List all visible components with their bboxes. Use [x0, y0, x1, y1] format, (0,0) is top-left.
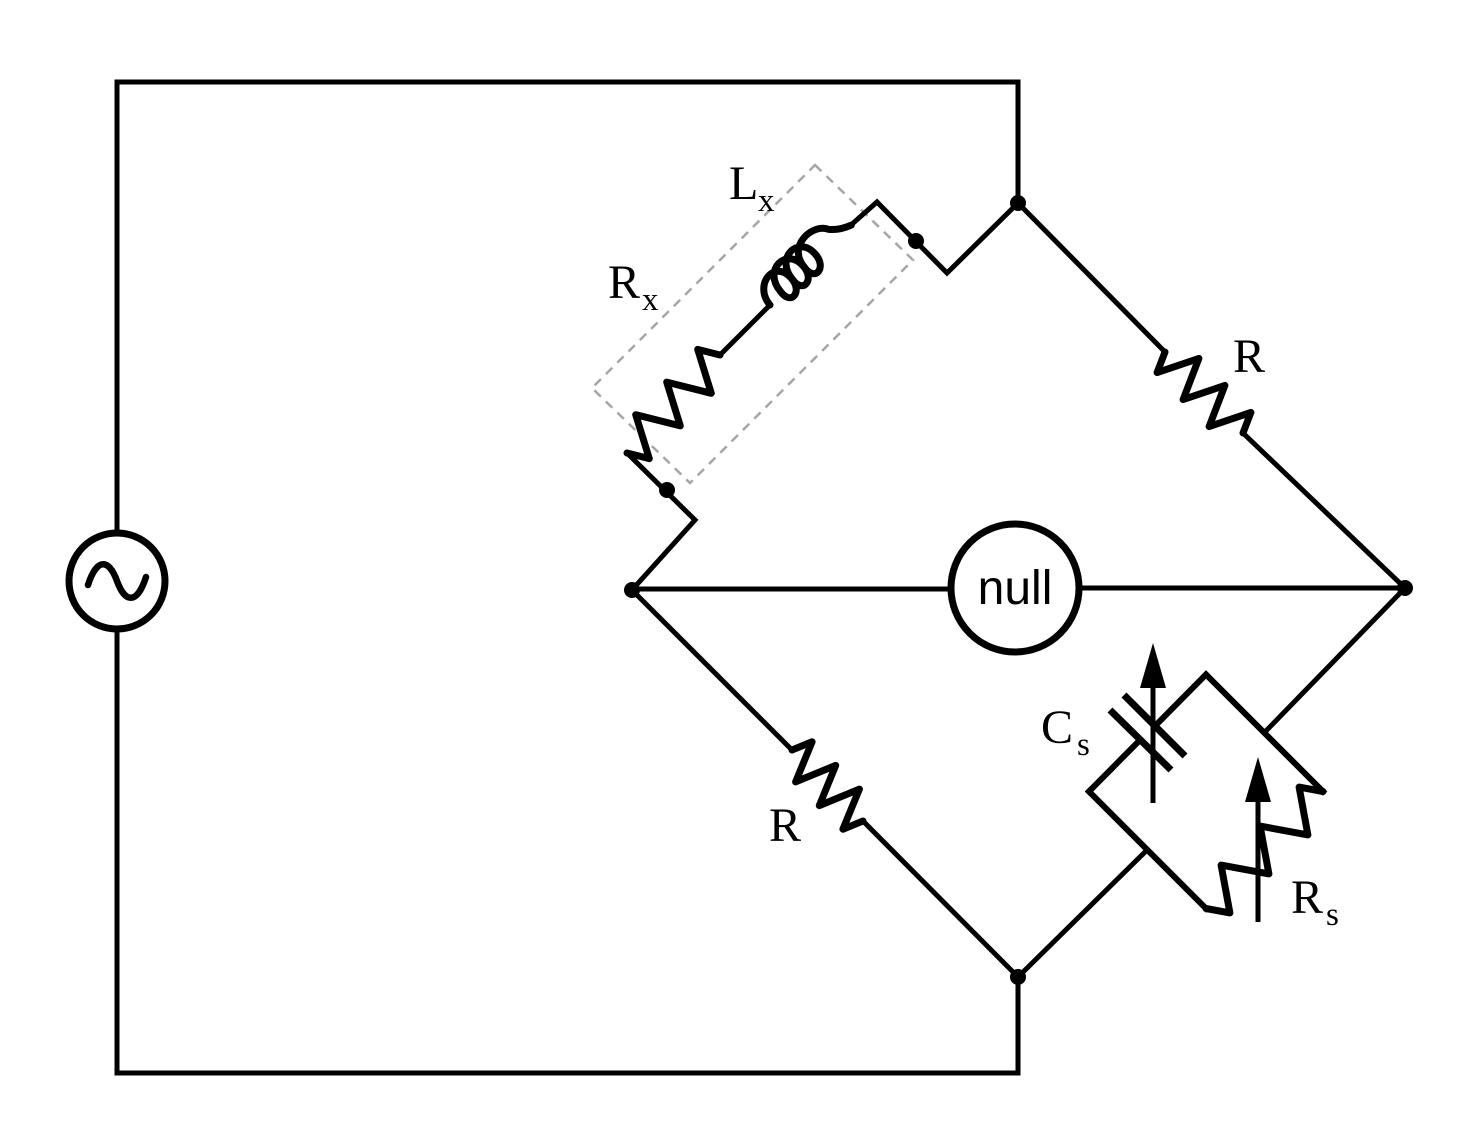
label-r-bottom: R — [769, 799, 801, 852]
variable-capacitor-icon — [1107, 707, 1174, 773]
wire-left-top — [114, 79, 1021, 536]
label-lx: L — [729, 157, 758, 210]
wire-lx-arm-mid — [716, 301, 774, 359]
wire-csrs-in — [1260, 584, 1409, 737]
label-rs: R — [1291, 871, 1323, 924]
cs-arrow-head-icon — [1140, 643, 1166, 688]
capacitor-lead-lower — [1084, 735, 1145, 796]
cs-variable-arrow — [1140, 643, 1166, 803]
variable-resistor-icon — [1202, 783, 1327, 917]
junction-dot-icon — [1397, 580, 1413, 596]
cs-rs-parallel-group — [1084, 643, 1328, 922]
wire-r-bottom-out — [859, 817, 1022, 981]
junction-dot-icon — [1010, 195, 1026, 211]
resistor-r-bottom-icon — [788, 738, 867, 833]
wire-r-top-out — [1239, 429, 1409, 592]
junction-dot-icon — [624, 582, 640, 598]
labels: L x R x R R C s R s — [608, 157, 1339, 933]
junction-dots — [624, 195, 1413, 985]
label-lx-sub: x — [758, 183, 775, 219]
rs-variable-arrow — [1245, 757, 1271, 922]
inductor-icon — [760, 221, 855, 309]
wire-r-bottom-in — [628, 586, 796, 754]
null-detector: null — [947, 520, 1083, 656]
wire-left-bottom — [114, 627, 1021, 1076]
label-rs-sub: s — [1326, 897, 1339, 933]
capacitor-lead-upper — [1150, 670, 1211, 731]
wire-lx-arm-lower — [623, 449, 699, 594]
label-rx-sub: x — [642, 282, 659, 318]
dut-dashed-outline — [590, 163, 915, 485]
resistor-rx-icon — [623, 345, 724, 463]
rs-arrow-head-icon — [1245, 757, 1271, 802]
label-rx: R — [608, 256, 640, 309]
parallel-box-top-right-side — [1201, 670, 1328, 796]
null-detector-icon — [947, 520, 1083, 656]
resistor-r-top-icon — [1153, 348, 1255, 437]
ac-source — [65, 529, 169, 633]
wire-r-top-in — [1014, 199, 1169, 356]
label-cs-sub: s — [1077, 727, 1090, 763]
null-detector-label: null — [978, 562, 1053, 615]
wire-lx-arm-upper — [847, 198, 1022, 277]
inductor-lx — [760, 221, 855, 309]
junction-dot-icon — [659, 482, 675, 498]
junction-dot-icon — [908, 233, 924, 249]
parallel-box-bottom-left-side — [1084, 787, 1211, 913]
label-cs: C — [1041, 701, 1073, 754]
wire-csrs-out — [1014, 846, 1151, 981]
label-r-top: R — [1233, 330, 1265, 383]
junction-dot-icon — [1010, 969, 1026, 985]
sine-wave-icon — [84, 561, 150, 601]
outer-loop-wires — [114, 79, 1021, 1076]
